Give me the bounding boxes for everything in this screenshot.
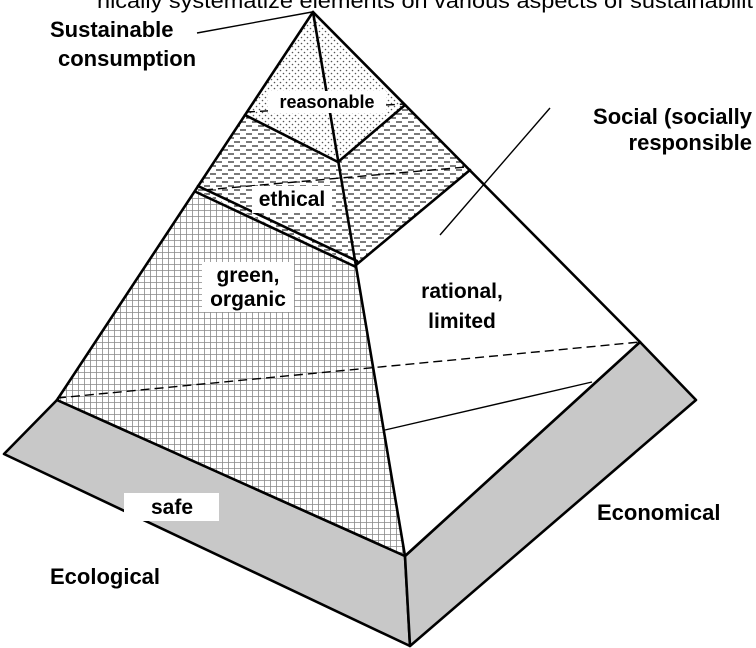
boundary-ethical-double-upper: [196, 184, 359, 263]
boundary-ethical-right: [354, 168, 472, 267]
pointer-apex: [196, 11, 313, 34]
label-rational: rational,: [421, 280, 503, 303]
label-box-safe: [124, 493, 219, 521]
pointer-social: [439, 107, 551, 236]
label-consumption: consumption: [58, 46, 196, 71]
boundary-ethical-double-lower: [194, 190, 358, 269]
label-box-reasonable: [268, 91, 386, 113]
section-ethical: [196, 105, 470, 265]
label-limited: limited: [428, 310, 496, 333]
label-box-ethical: [252, 186, 332, 213]
label-box-green-organic: [202, 262, 294, 312]
label-social: Social (socially: [593, 104, 753, 129]
label-economical: Economical: [597, 500, 720, 525]
section-rational-limited: [356, 170, 640, 556]
right-face-divider: [384, 381, 593, 431]
label-green: green,: [216, 264, 279, 287]
label-ethical: ethical: [259, 188, 326, 211]
label-safe: safe: [151, 496, 193, 519]
pyramid-base-edges: [55, 340, 642, 558]
label-organic: organic: [210, 288, 286, 311]
label-ecological: Ecological: [50, 564, 160, 589]
label-responsible: responsible: [629, 130, 752, 155]
hidden-edge-ethical: [203, 166, 467, 191]
label-reasonable: reasonable: [279, 92, 374, 112]
cut-off-caption: nically systematize elements on various …: [97, 0, 753, 13]
label-sustainable: Sustainable: [50, 17, 173, 42]
section-green-organic: [57, 190, 405, 556]
